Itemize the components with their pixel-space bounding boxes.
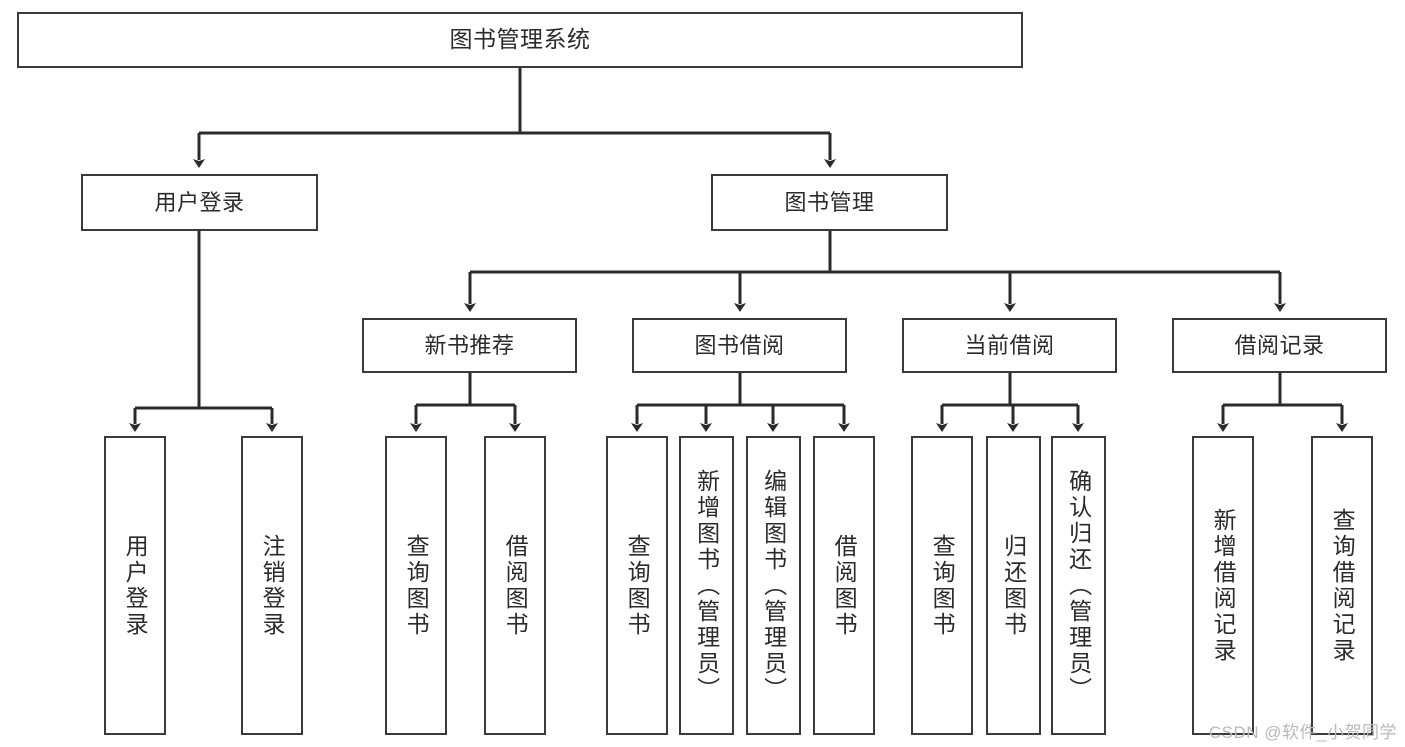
node-root-label: 图书管理系统 [449, 26, 591, 53]
node-leaf-return-book-label: 归还图书 [1000, 533, 1027, 638]
node-leaf-query-book-a[interactable]: 查询图书 [385, 436, 447, 735]
node-current-borrow[interactable]: 当前借阅 [902, 318, 1117, 373]
node-leaf-add-record-label: 新增借阅记录 [1210, 507, 1237, 664]
edge-group-new-book-rec [410, 373, 521, 432]
node-leaf-add-record[interactable]: 新增借阅记录 [1192, 436, 1254, 735]
node-leaf-logout-label: 注销登录 [259, 533, 286, 638]
edge-group-borrow-record [1217, 373, 1348, 432]
node-root[interactable]: 图书管理系统 [17, 12, 1023, 68]
node-user-login[interactable]: 用户登录 [81, 174, 318, 231]
node-new-book-recommendation-label: 新书推荐 [424, 332, 515, 358]
node-borrow-record-label: 借阅记录 [1234, 332, 1325, 358]
node-leaf-user-login[interactable]: 用户登录 [104, 436, 166, 735]
node-leaf-query-book-b-label: 查询图书 [624, 533, 651, 638]
node-borrow-record[interactable]: 借阅记录 [1172, 318, 1387, 373]
node-leaf-confirm-return[interactable]: 确认归还（管理员） [1051, 436, 1106, 735]
node-book-borrow[interactable]: 图书借阅 [632, 318, 847, 373]
node-leaf-borrow-book-a-label: 借阅图书 [502, 533, 529, 638]
node-leaf-add-book-label: 新增图书（管理员） [693, 468, 720, 703]
node-leaf-query-record-label: 查询借阅记录 [1329, 507, 1356, 664]
node-new-book-recommendation[interactable]: 新书推荐 [362, 318, 577, 373]
edge-group-user-login [129, 231, 278, 432]
node-leaf-edit-book-label: 编辑图书（管理员） [760, 468, 787, 703]
node-user-login-label: 用户登录 [154, 189, 245, 215]
edge-group-current-borrow [936, 373, 1084, 432]
node-leaf-query-book-c-label: 查询图书 [929, 533, 956, 638]
node-leaf-borrow-book-b-label: 借阅图书 [831, 533, 858, 638]
node-book-borrow-label: 图书借阅 [694, 332, 785, 358]
node-book-manage[interactable]: 图书管理 [711, 174, 948, 231]
node-leaf-return-book[interactable]: 归还图书 [986, 436, 1041, 735]
edge-group-book-manage [464, 231, 1286, 312]
node-leaf-confirm-return-label: 确认归还（管理员） [1065, 468, 1092, 703]
node-current-borrow-label: 当前借阅 [964, 332, 1055, 358]
node-leaf-add-book[interactable]: 新增图书（管理员） [679, 436, 734, 735]
edge-group-root [193, 68, 836, 168]
node-leaf-edit-book[interactable]: 编辑图书（管理员） [746, 436, 801, 735]
node-leaf-user-login-label: 用户登录 [122, 533, 149, 638]
node-leaf-query-record[interactable]: 查询借阅记录 [1311, 436, 1373, 735]
node-leaf-borrow-book-b[interactable]: 借阅图书 [813, 436, 875, 735]
node-leaf-query-book-c[interactable]: 查询图书 [911, 436, 973, 735]
node-leaf-query-book-b[interactable]: 查询图书 [606, 436, 668, 735]
node-book-manage-label: 图书管理 [784, 189, 875, 215]
node-leaf-borrow-book-a[interactable]: 借阅图书 [484, 436, 546, 735]
node-leaf-query-book-a-label: 查询图书 [403, 533, 430, 638]
edge-group-book-borrow [631, 373, 850, 432]
node-leaf-logout[interactable]: 注销登录 [241, 436, 303, 735]
